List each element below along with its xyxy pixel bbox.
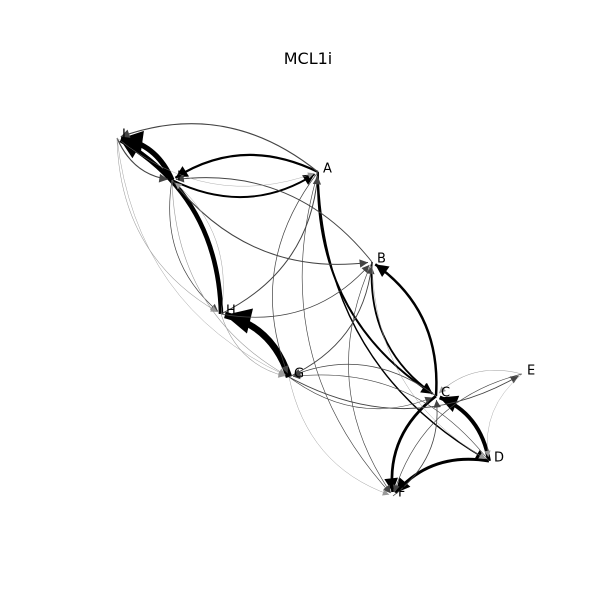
edge-I-A-arrowhead xyxy=(302,174,315,185)
edge-F-C xyxy=(392,399,438,497)
edge-A-D xyxy=(317,171,486,460)
edge-H-A xyxy=(220,175,319,315)
edge-G-H-arrowhead xyxy=(224,308,253,334)
edge-A-F-arrowhead xyxy=(382,485,391,494)
edge-G-B xyxy=(288,265,372,378)
edge-I-H xyxy=(169,179,219,312)
node-label-C: C xyxy=(441,386,450,401)
edge-A-G xyxy=(272,171,319,374)
edge-A-I-arrowhead xyxy=(175,166,190,178)
edge-E-D-arrowhead xyxy=(484,450,491,458)
edge-A-G-arrowhead xyxy=(281,365,289,374)
edge-C-B xyxy=(374,263,438,397)
edge-H-J-arrowhead xyxy=(120,140,143,159)
edge-E-F-arrowhead xyxy=(392,484,400,493)
edge-B-I-arrowhead xyxy=(175,174,185,183)
edge-J-G-arrowhead xyxy=(278,369,286,376)
edge-G-F-arrowhead xyxy=(382,489,390,496)
node-label-H: H xyxy=(226,304,236,319)
node-label-J: J xyxy=(121,128,126,143)
edge-H-B xyxy=(220,264,370,318)
node-label-I: I xyxy=(177,170,181,185)
edge-G-E-arrowhead xyxy=(509,375,519,384)
edge-B-D xyxy=(371,261,486,460)
edge-E-F xyxy=(393,373,523,493)
nodes-layer: A B C D E F G H I J xyxy=(121,128,535,501)
edge-G-C xyxy=(288,376,433,410)
edge-E-D xyxy=(487,373,523,458)
diagram-title: MCL1i xyxy=(284,49,333,68)
edge-E-C-arrowhead xyxy=(438,386,447,394)
edge-I-G xyxy=(171,179,286,376)
node-label-A: A xyxy=(323,162,332,177)
edge-A-C xyxy=(317,171,434,395)
edge-F-C-arrowhead xyxy=(433,399,441,408)
edge-G-F xyxy=(288,376,390,495)
edge-G-C-arrowhead xyxy=(424,396,433,404)
edge-J-H xyxy=(116,137,218,313)
edge-H-I-arrowhead xyxy=(175,182,183,190)
edge-C-F-arrowhead xyxy=(384,477,398,493)
edge-A-F xyxy=(301,171,391,494)
edge-J-I-arrowhead xyxy=(158,173,169,183)
edge-I-B-arrowhead xyxy=(359,259,369,268)
edge-B-I xyxy=(175,177,373,263)
edge-B-F xyxy=(348,261,392,493)
edge-A-J xyxy=(120,123,319,173)
edge-H-I xyxy=(174,182,224,315)
edge-J-A-arrowhead xyxy=(307,172,315,179)
edge-B-C xyxy=(370,261,434,395)
edge-E-C xyxy=(438,369,523,394)
edge-H-G xyxy=(220,313,286,377)
node-label-G: G xyxy=(294,367,304,382)
node-label-D: D xyxy=(494,451,504,466)
edge-A-I xyxy=(174,153,319,179)
edge-H-B-arrowhead xyxy=(361,264,370,274)
edge-J-G xyxy=(116,137,286,376)
edge-D-G-arrowhead xyxy=(292,372,301,380)
edge-B-D-arrowhead xyxy=(478,452,486,459)
edge-H-J xyxy=(119,138,224,315)
edge-D-F xyxy=(394,457,490,494)
edge-D-F-arrowhead xyxy=(395,477,411,493)
edge-J-H-arrowhead xyxy=(210,305,218,312)
node-label-F: F xyxy=(398,486,405,501)
edge-G-E xyxy=(288,375,519,410)
edges-layer xyxy=(116,123,523,497)
edge-D-G xyxy=(292,374,490,462)
edge-I-B xyxy=(171,179,369,265)
node-label-B: B xyxy=(377,252,386,267)
edge-C-B-arrowhead xyxy=(375,264,390,278)
edge-A-J-arrowhead xyxy=(120,129,131,138)
edge-C-G xyxy=(292,363,437,397)
edge-I-A xyxy=(171,173,316,199)
edge-J-A xyxy=(116,137,315,187)
node-label-E: E xyxy=(527,364,535,379)
